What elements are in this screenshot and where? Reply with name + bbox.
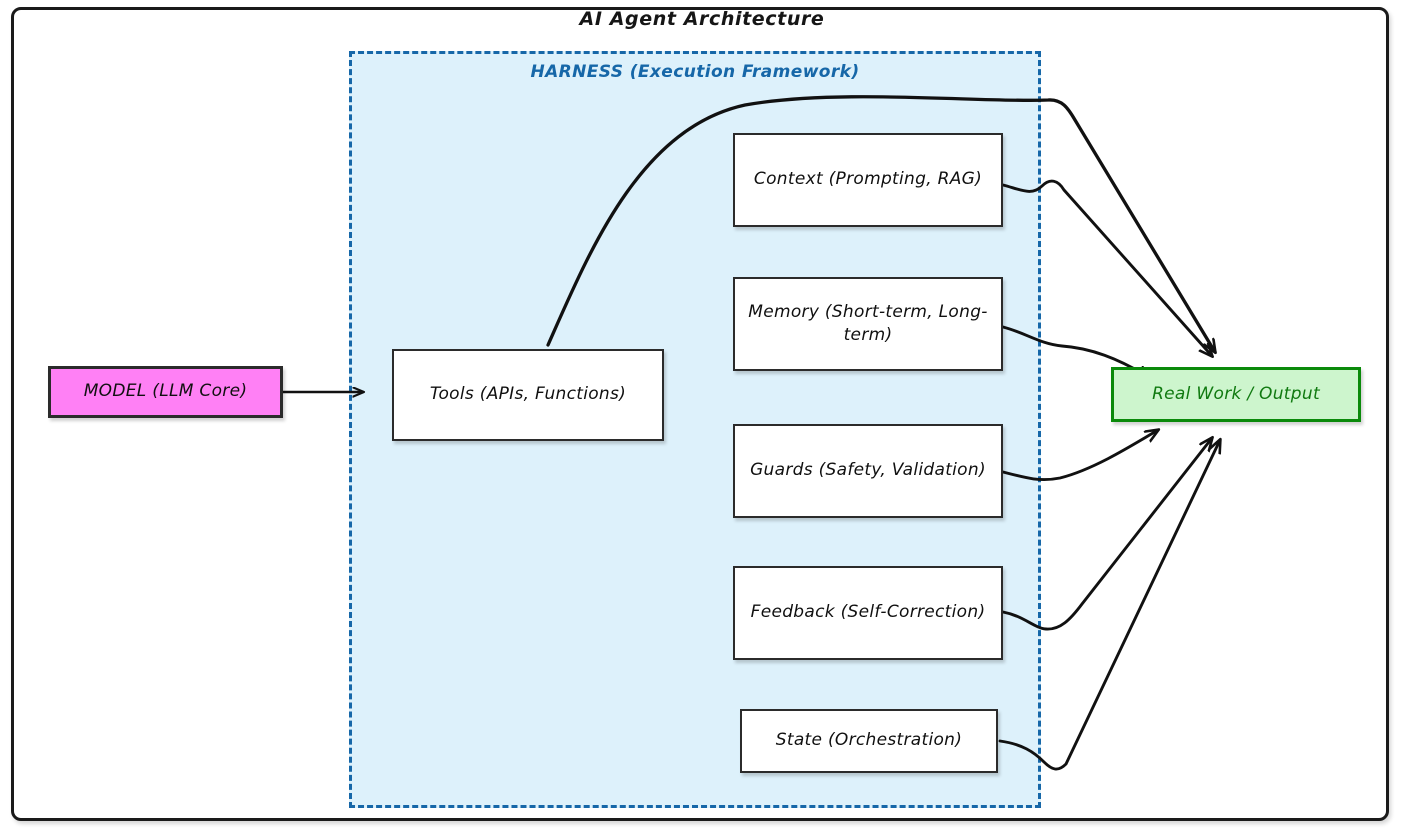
node-feedback[interactable]: Feedback (Self-Correction) <box>733 566 1003 660</box>
node-memory[interactable]: Memory (Short-term, Long-term) <box>733 277 1003 371</box>
node-feedback-label: Feedback (Self-Correction) <box>750 602 986 623</box>
node-context-label: Context (Prompting, RAG) <box>753 169 983 190</box>
node-guards[interactable]: Guards (Safety, Validation) <box>733 424 1003 518</box>
node-state[interactable]: State (Orchestration) <box>740 709 998 773</box>
node-memory-label: Memory (Short-term, Long-term) <box>748 301 988 345</box>
node-tools[interactable]: Tools (APIs, Functions) <box>392 349 664 441</box>
node-output[interactable]: Real Work / Output <box>1111 367 1361 422</box>
node-model[interactable]: MODEL (LLM Core) <box>48 366 283 418</box>
page-title: AI Agent Architecture <box>579 8 825 30</box>
harness-group-label: HARNESS (Execution Framework) <box>530 62 860 82</box>
node-tools-label: Tools (APIs, Functions) <box>429 384 627 405</box>
node-model-label: MODEL (LLM Core) <box>83 381 248 402</box>
node-context[interactable]: Context (Prompting, RAG) <box>733 133 1003 227</box>
node-state-label: State (Orchestration) <box>775 730 963 751</box>
node-output-label: Real Work / Output <box>1152 383 1320 404</box>
node-guards-label: Guards (Safety, Validation) <box>750 460 986 481</box>
